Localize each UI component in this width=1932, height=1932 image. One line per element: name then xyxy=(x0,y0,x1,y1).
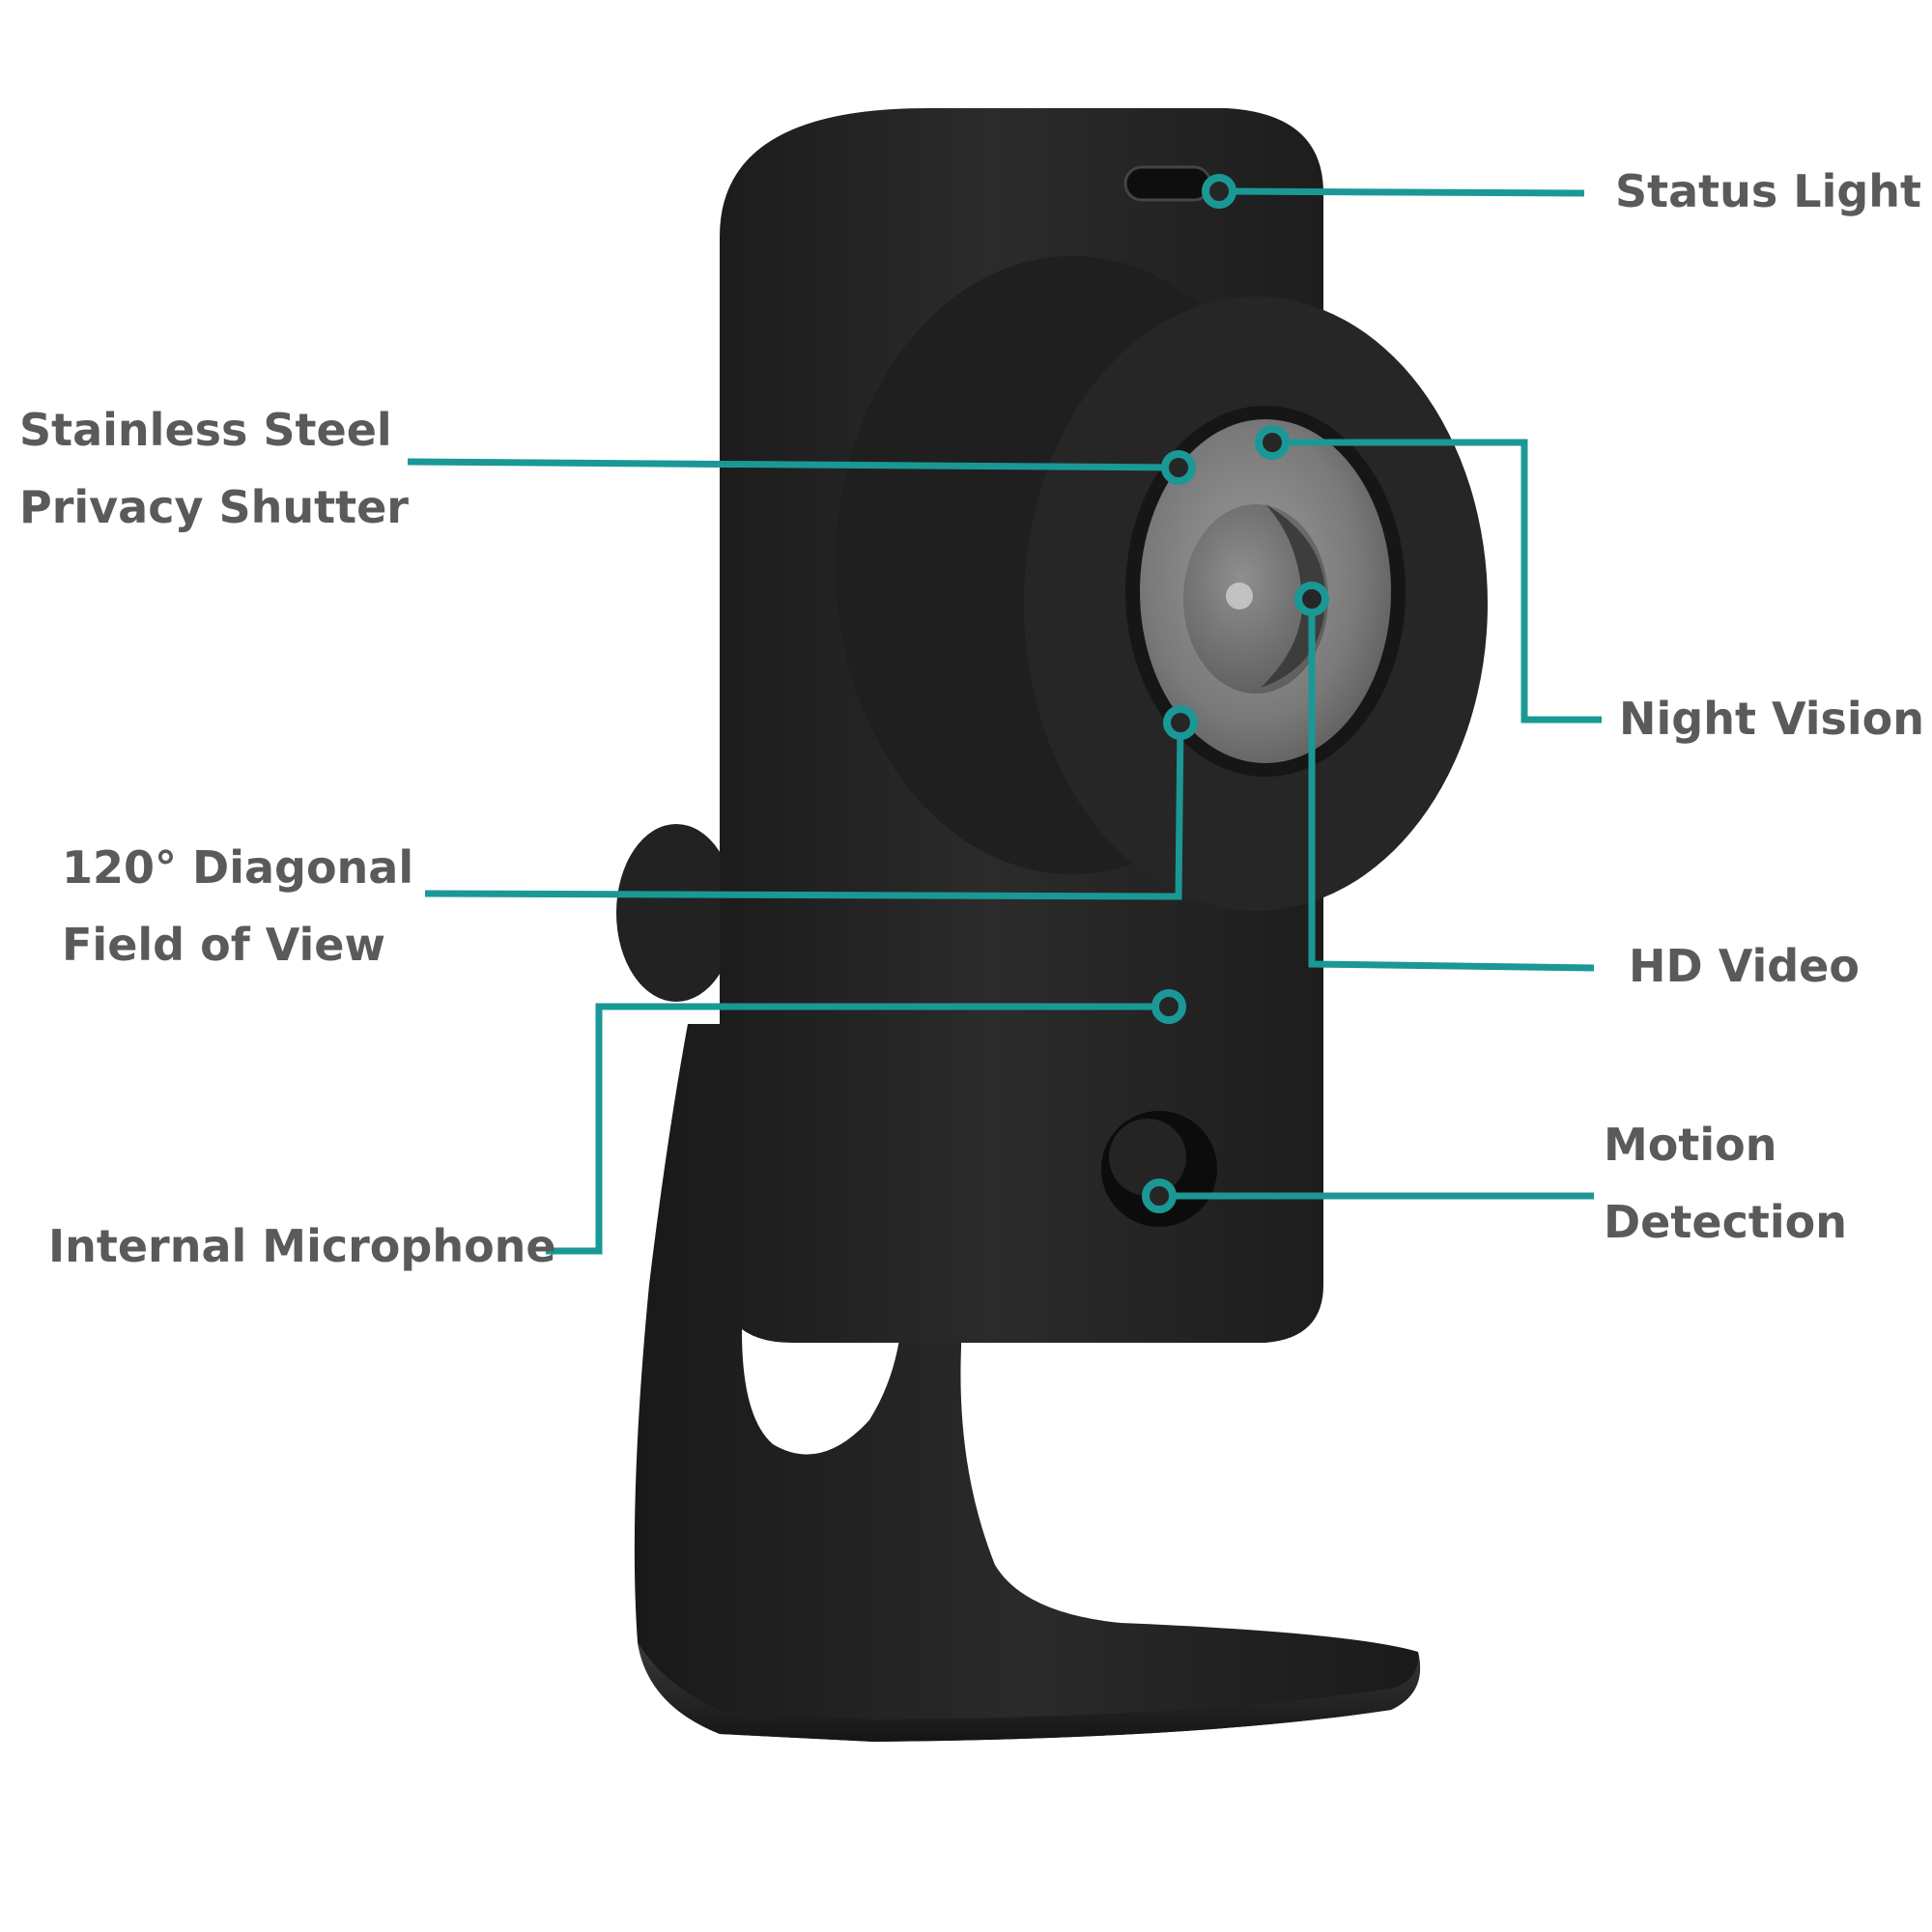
status-light-led xyxy=(1123,165,1212,202)
field-of-view-line xyxy=(424,722,1184,900)
hd-video-line xyxy=(1308,599,1595,972)
night-vision-line xyxy=(1272,439,1602,724)
motion-detection-marker xyxy=(1142,1179,1177,1213)
night-vision-marker xyxy=(1255,425,1290,460)
stand-knob xyxy=(616,824,736,1002)
label-field-of-view: 120° Diagonal Field of View xyxy=(62,841,414,971)
microphone-line xyxy=(546,1003,1169,1255)
privacy-shutter-marker xyxy=(1161,450,1196,485)
status-light-marker xyxy=(1202,174,1236,209)
label-privacy-shutter: Stainless Steel Privacy Shutter xyxy=(19,404,409,533)
microphone-marker xyxy=(1151,989,1186,1024)
label-night-vision: Night Vision xyxy=(1619,693,1925,745)
lens-reflection xyxy=(1226,582,1253,610)
status-light-line xyxy=(1218,187,1585,197)
motion-sensor-lens xyxy=(1109,1119,1186,1196)
field-of-view-marker xyxy=(1163,705,1198,740)
privacy-shutter-line xyxy=(407,458,1179,471)
label-microphone: Internal Microphone xyxy=(48,1220,556,1272)
label-motion-detection: Motion Detection xyxy=(1604,1119,1847,1248)
label-hd-video: HD Video xyxy=(1629,940,1860,992)
stand-base-edge xyxy=(638,1642,1421,1742)
label-status-light: Status Light xyxy=(1615,165,1922,217)
callout-markers xyxy=(1142,174,1329,1213)
callout-lines xyxy=(407,187,1602,1255)
hd-video-marker xyxy=(1294,582,1329,616)
lens-assembly xyxy=(836,256,1488,911)
